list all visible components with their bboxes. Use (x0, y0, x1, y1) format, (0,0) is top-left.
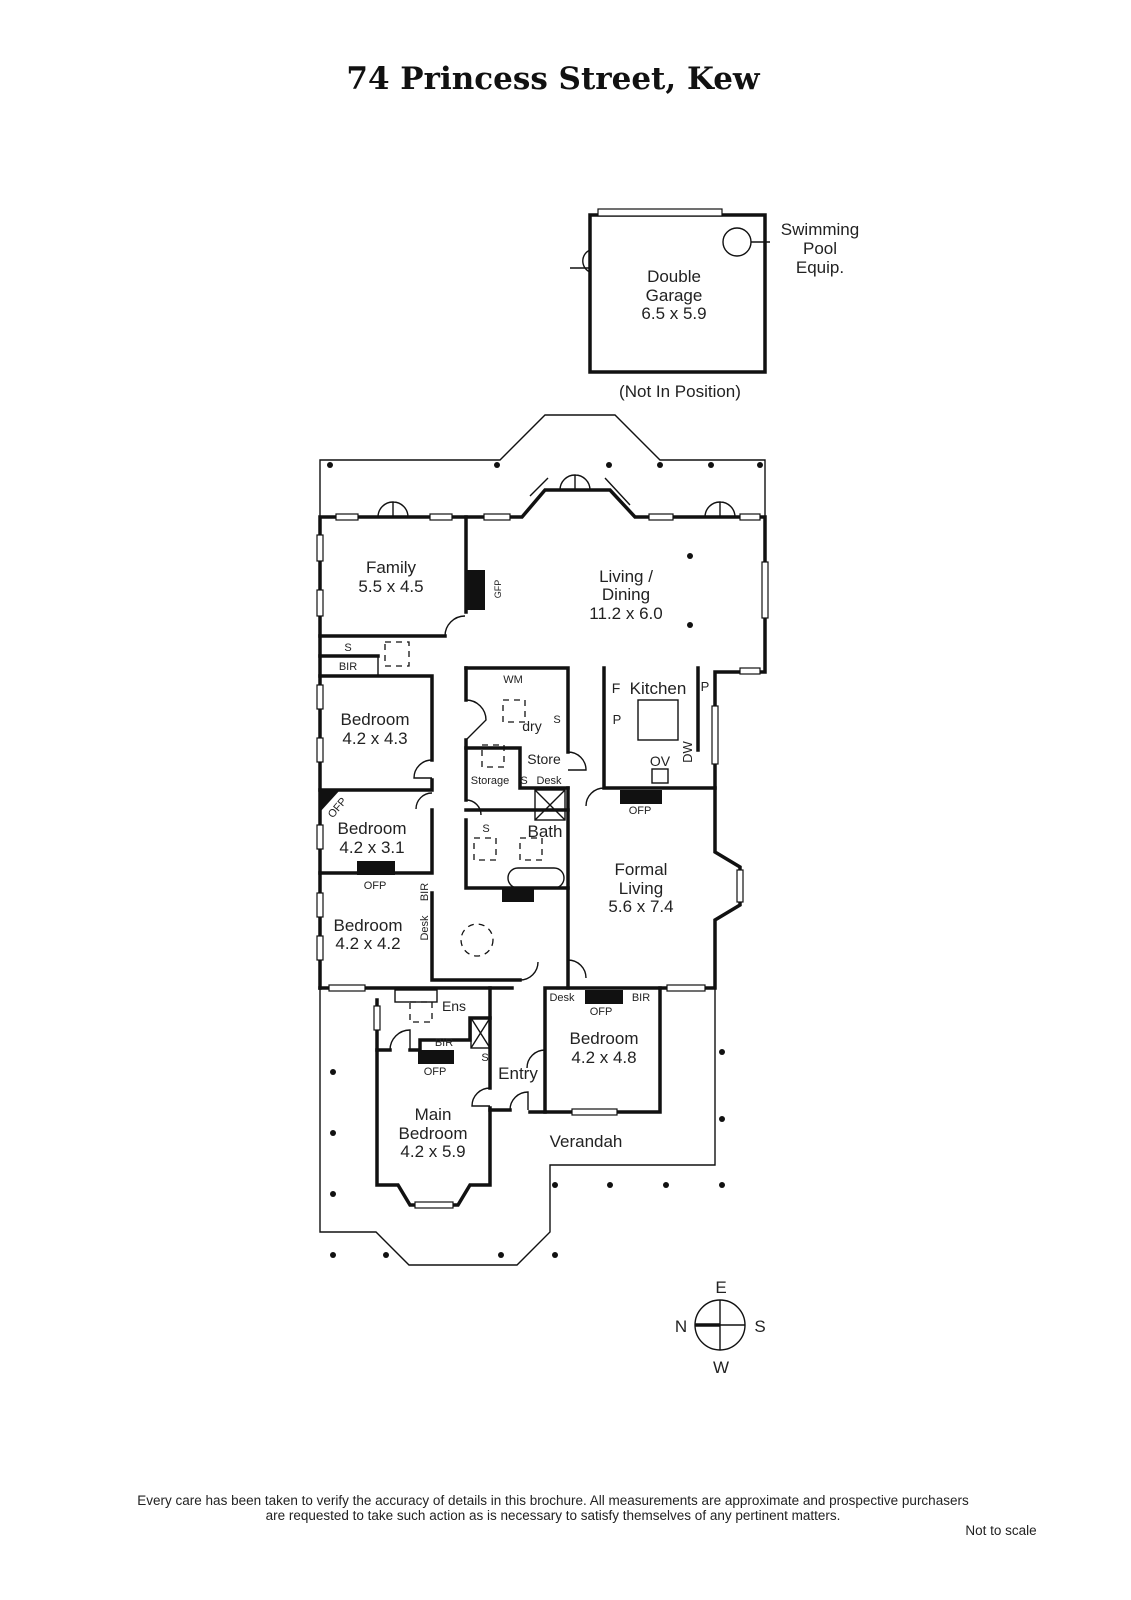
room-bedroom: Bedroom (341, 710, 410, 729)
plan-title: 74 Princess Street, Kew (346, 61, 761, 97)
pool-equip-label: Equip. (796, 258, 844, 277)
room-formal-living: Living (619, 879, 663, 898)
fixture-label: S (553, 714, 560, 726)
windows (316, 477, 769, 1209)
fixture-label: Desk (536, 775, 562, 787)
garage-dims: 6.5 x 5.9 (641, 304, 706, 323)
fixture-label: Desk (549, 992, 575, 1004)
garage: Double Garage 6.5 x 5.9 (Not In Position… (570, 208, 859, 401)
fixture-label: BIR (419, 883, 431, 901)
fixture-label: P (613, 712, 622, 727)
fixture-label: OFP (364, 880, 387, 892)
garage-note: (Not In Position) (619, 382, 741, 401)
compass-south: S (754, 1317, 765, 1336)
fixture-label: S (520, 775, 527, 787)
fixture-label: Desk (419, 915, 431, 941)
room-dims: 4.2 x 5.9 (400, 1142, 465, 1161)
pool-equipment-icon (722, 227, 752, 257)
scale-note: Not to scale (965, 1523, 1036, 1538)
fireplace-icon (357, 861, 395, 875)
compass: E N S W (675, 1278, 766, 1377)
disclaimer-text: Every care has been taken to verify the … (137, 1493, 969, 1508)
room-living-dining: Dining (602, 585, 650, 604)
compass-north: N (675, 1317, 687, 1336)
verandah-posts (327, 462, 763, 1258)
room-laundry: dry (522, 718, 541, 734)
room-living-dining: Living / (599, 567, 653, 586)
gas-fireplace-icon (467, 570, 485, 610)
fixture-label: WM (503, 674, 523, 686)
pool-equip-label: Swimming (781, 220, 859, 239)
fixture-label: OV (650, 753, 671, 769)
oven-icon (651, 768, 669, 784)
doors (377, 474, 736, 1111)
verandah-outline (319, 414, 766, 1266)
fireplace-icon (418, 1050, 454, 1064)
room-ensuite: Ens (442, 998, 466, 1014)
fireplace-icon (502, 888, 534, 902)
room-dims: 4.2 x 4.8 (571, 1048, 636, 1067)
room-main-bedroom: Bedroom (399, 1124, 468, 1143)
fireplace-icon (620, 790, 662, 804)
room-bath: Bath (528, 822, 563, 841)
room-kitchen: Kitchen (630, 679, 687, 698)
room-dims: 11.2 x 6.0 (589, 604, 662, 623)
room-labels: Family 5.5 x 4.5 Living / Dining 11.2 x … (334, 558, 687, 1161)
pool-equip-label: Pool (803, 239, 837, 258)
fixture-label: OFP (424, 1066, 447, 1078)
fixture-label: BIR (632, 992, 650, 1004)
fixture-label: OFP (590, 1006, 613, 1018)
room-verandah: Verandah (550, 1132, 623, 1151)
room-main-bedroom: Main (415, 1105, 452, 1124)
room-bedroom: Bedroom (570, 1029, 639, 1048)
room-bedroom: Bedroom (334, 916, 403, 935)
fixture-label: GFP (493, 580, 503, 599)
fixture-label: P (701, 679, 710, 694)
room-dims: 4.2 x 4.3 (342, 729, 407, 748)
room-storage: Storage (471, 775, 510, 787)
fixtures (319, 570, 679, 1064)
room-dims: 4.2 x 3.1 (339, 838, 404, 857)
compass-east: E (715, 1278, 726, 1297)
fixture-label: S (481, 1052, 488, 1064)
room-entry: Entry (498, 1064, 538, 1083)
fireplace-icon (585, 990, 623, 1004)
fixture-label: BIR (339, 661, 357, 673)
garage-label: Garage (646, 286, 703, 305)
room-formal-living: Formal (615, 860, 668, 879)
room-store: Store (527, 751, 561, 767)
fixture-label: F (612, 680, 621, 696)
fixture-label: S (482, 823, 489, 835)
fixture-label: DW (680, 740, 695, 762)
room-dims: 5.6 x 7.4 (608, 897, 673, 916)
room-bedroom: Bedroom (338, 819, 407, 838)
fixture-label: OFP (629, 805, 652, 817)
compass-west: W (713, 1358, 729, 1377)
fixture-label: S (344, 642, 351, 654)
garage-label: Double (647, 267, 701, 286)
fixture-label: BIR (435, 1037, 453, 1049)
disclaimer-text: are requested to take such action as is … (266, 1508, 841, 1523)
room-dims: 5.5 x 4.5 (358, 577, 423, 596)
room-dims: 4.2 x 4.2 (335, 934, 400, 953)
room-family: Family (366, 558, 417, 577)
